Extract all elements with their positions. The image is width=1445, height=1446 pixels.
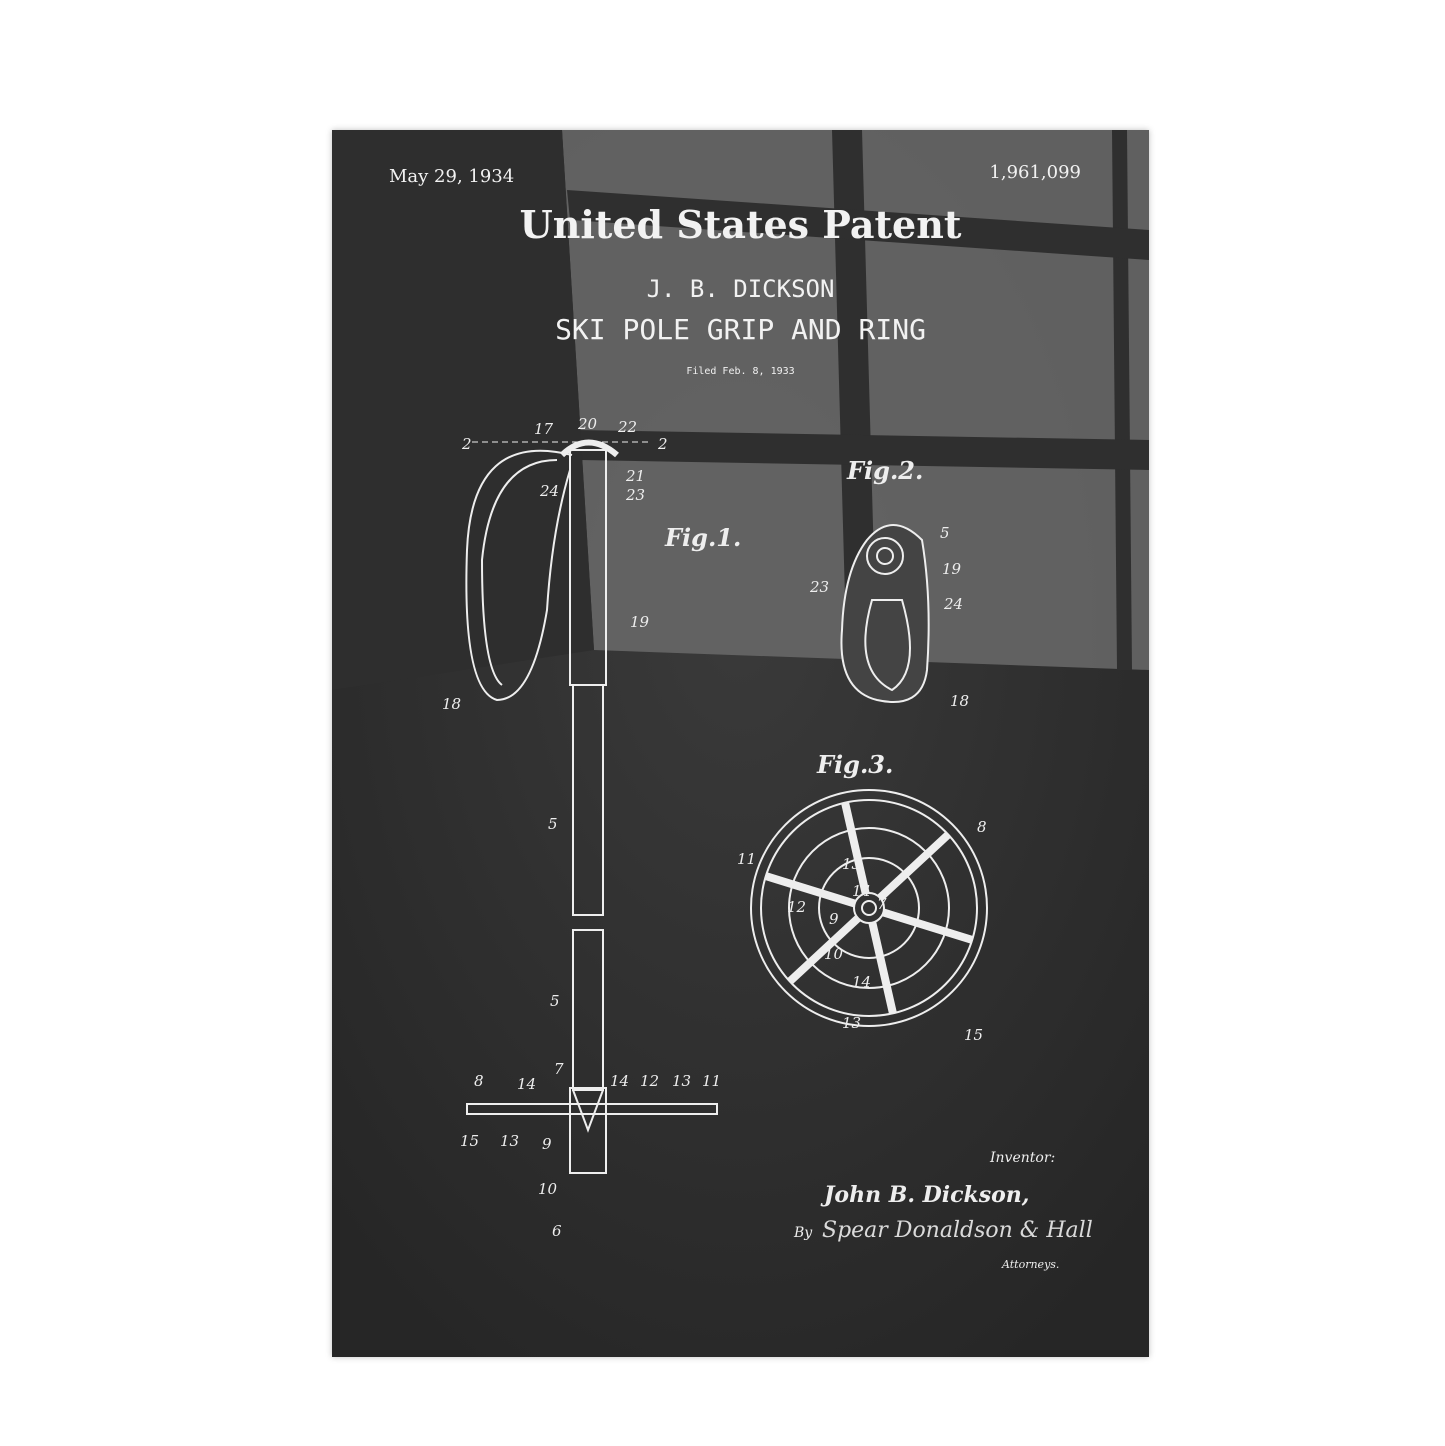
inventor-label: Inventor: xyxy=(990,1150,1056,1166)
fig1-reference-numeral: 5 xyxy=(548,815,558,833)
fig2-drawing xyxy=(840,524,930,703)
fig2-caption: Fig.2. xyxy=(847,456,924,485)
fig1-reference-numeral: 9 xyxy=(542,1135,552,1153)
fig3-reference-numeral: 14 xyxy=(852,882,872,900)
ring-spoke xyxy=(841,801,870,895)
fig1-reference-numeral: 24 xyxy=(540,482,560,500)
fig3-reference-numeral: 13 xyxy=(842,855,862,873)
fig3-reference-numeral: 15 xyxy=(964,1026,984,1044)
inventor-name: John B. Dickson, xyxy=(824,1182,1030,1208)
ring-spoke xyxy=(787,915,861,985)
attorneys-label: Attorneys. xyxy=(1002,1258,1060,1271)
fig1-reference-numeral: 13 xyxy=(500,1132,520,1150)
fig1-reference-numeral: 18 xyxy=(442,695,462,713)
by-label: By xyxy=(794,1225,813,1241)
fig1-reference-numeral: 19 xyxy=(630,613,650,631)
ring-spoke xyxy=(882,908,974,944)
fig2-reference-numeral: 18 xyxy=(950,692,970,710)
fig3-reference-numeral: 11 xyxy=(737,850,757,868)
patent-date: May 29, 1934 xyxy=(389,166,515,187)
page-title: United States Patent xyxy=(519,202,962,247)
fig2-reference-numeral: 19 xyxy=(942,560,962,578)
fig3-reference-numeral: 9 xyxy=(829,910,839,928)
fig3-reference-numeral: 10 xyxy=(824,945,844,963)
ring-spoke xyxy=(877,831,951,901)
fig1-reference-numeral: 7 xyxy=(554,1060,564,1078)
fig1-reference-numeral: 21 xyxy=(626,467,646,485)
fig1-reference-numeral: 13 xyxy=(672,1072,692,1090)
fig1-reference-numeral: 6 xyxy=(552,1222,562,1240)
fig1-drawing xyxy=(465,439,718,1174)
filed-date: Filed Feb. 8, 1933 xyxy=(686,366,795,377)
fig3-drawing xyxy=(750,789,988,1027)
attorneys-signature: Spear Donaldson & Hall xyxy=(822,1218,1093,1243)
fig1-reference-numeral: 22 xyxy=(618,418,638,436)
fig1-reference-numeral: 11 xyxy=(702,1072,722,1090)
patent-poster: May 29, 1934 1,961,099 United States Pat… xyxy=(332,130,1149,1357)
fig3-reference-numeral: 7 xyxy=(877,895,887,913)
fig3-reference-numeral: 12 xyxy=(787,898,807,916)
fig1-reference-numeral: 20 xyxy=(578,415,598,433)
fig1-reference-numeral: 12 xyxy=(640,1072,660,1090)
window-light-shadow xyxy=(332,130,1149,1357)
fig2-reference-numeral: 5 xyxy=(940,524,950,542)
fig2-reference-numeral: 23 xyxy=(810,578,830,596)
fig1-caption: Fig.1. xyxy=(665,523,742,552)
fig1-reference-numeral: 8 xyxy=(474,1072,484,1090)
fig1-reference-numeral: 23 xyxy=(626,486,646,504)
fig1-reference-numeral: 10 xyxy=(538,1180,558,1198)
fig1-reference-numeral: 15 xyxy=(460,1132,480,1150)
patent-number: 1,961,099 xyxy=(989,162,1081,183)
fig3-reference-numeral: 14 xyxy=(852,973,872,991)
fig1-reference-numeral: 2 xyxy=(462,435,472,453)
fig1-reference-numeral: 14 xyxy=(610,1072,630,1090)
fig2-reference-numeral: 24 xyxy=(944,595,964,613)
fig1-reference-numeral: 2 xyxy=(658,435,668,453)
fig3-reference-numeral: 13 xyxy=(842,1014,862,1032)
patent-subject: SKI POLE GRIP AND RING xyxy=(555,313,926,346)
fig1-reference-numeral: 5 xyxy=(550,992,560,1010)
inventor-short: J. B. DICKSON xyxy=(646,275,835,303)
fig1-reference-numeral: 14 xyxy=(517,1075,537,1093)
ring-spoke xyxy=(868,921,897,1015)
ring-spoke xyxy=(764,872,856,908)
fig3-caption: Fig.3. xyxy=(817,750,894,779)
fig3-reference-numeral: 8 xyxy=(977,818,987,836)
fig1-reference-numeral: 17 xyxy=(534,420,554,438)
